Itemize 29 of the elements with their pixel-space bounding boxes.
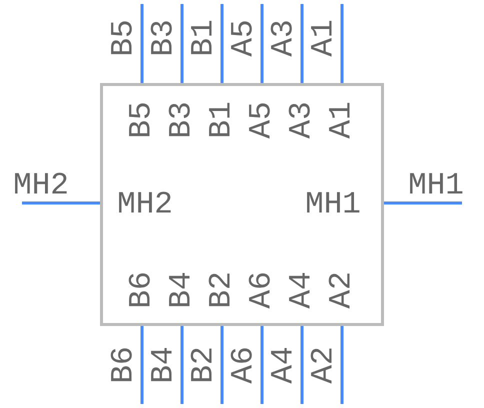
pin-label: B2 [206,271,238,309]
pin-name: B2 [188,346,220,384]
pin-name: B1 [188,19,220,57]
pin-name: MH1 [408,170,464,202]
pin-label: B6 [126,271,158,309]
pin-label: B3 [166,101,198,139]
pin-name: B3 [148,19,180,57]
pin-label: MH1 [305,190,361,220]
pin-name: A1 [308,19,340,57]
pin-name: A2 [308,346,340,384]
pin-label: A3 [286,101,318,139]
pin-label: A6 [246,271,278,309]
pin-name: A3 [268,19,300,57]
component-body [100,83,384,326]
pin-name: A5 [228,19,260,57]
pin-label: A5 [246,101,278,139]
pin-name: B5 [108,19,140,57]
pin-label: A1 [326,101,358,139]
pin-name: B4 [148,346,180,384]
pin-label: MH2 [117,190,173,220]
pin-name: B6 [108,346,140,384]
pin-label: B4 [166,271,198,309]
pin-name: MH2 [13,170,69,202]
pin-label: B1 [206,101,238,139]
pin-label: A4 [286,271,318,309]
pin-name: A6 [228,346,260,384]
pin-name: A4 [268,346,300,384]
pin-label: A2 [326,271,358,309]
pin-label: B5 [126,101,158,139]
